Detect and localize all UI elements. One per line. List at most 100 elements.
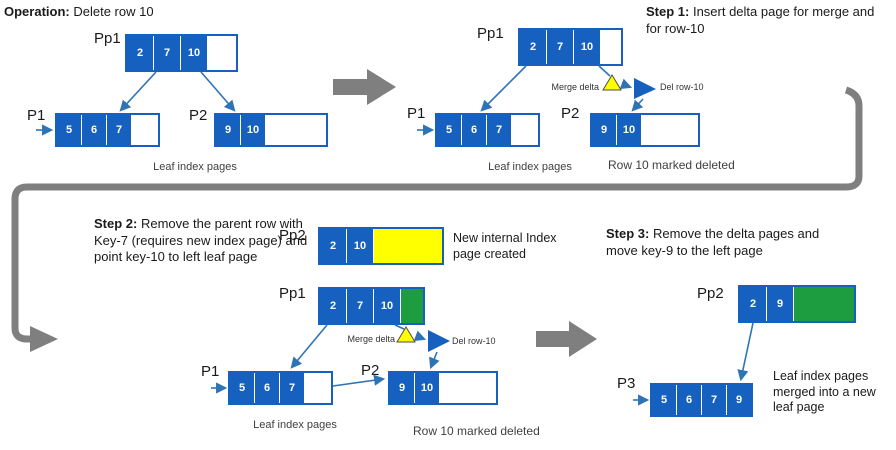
page-cell: 5 (437, 115, 461, 145)
page-cell: 10 (415, 373, 439, 403)
page-label-p1: P1 (27, 107, 46, 124)
page-cell: 10 (574, 30, 600, 64)
leaf-pages-caption: Leaf index pages (153, 161, 237, 173)
row-deleted-caption: Row 10 marked deleted (413, 424, 540, 438)
flow-arrow-step1 (333, 69, 396, 105)
operation-title-rest: Delete row 10 (69, 4, 154, 19)
page-cell: 2 (127, 36, 153, 70)
step3-title: Step 3: Remove the delta pages and move … (606, 226, 836, 259)
leaf-pages-caption: Leaf index pages (488, 161, 572, 173)
page-cell: 2 (320, 229, 346, 263)
page-cell: 6 (462, 115, 486, 145)
merged-leaf-caption: Leaf index pages merged into a new leaf … (773, 369, 876, 415)
step3-title-bold: Step 3: (606, 226, 650, 241)
del-row-label: Del row-10 (452, 336, 496, 346)
del-row-delta-icon (634, 78, 656, 99)
page-free-space (132, 115, 158, 145)
flow-wrap-arrowhead (30, 326, 58, 352)
page-free-space (512, 115, 538, 145)
page-label-p3: P3 (617, 375, 636, 392)
arrow-merge-to-del-delta (413, 330, 427, 342)
leaf-pages-caption: Leaf index pages (253, 419, 337, 431)
arrow-pp2-to-p3 (737, 322, 754, 382)
merge-delta-label: Merge delta (347, 334, 395, 344)
page-cell: 7 (347, 289, 373, 323)
page-label-p1: P1 (201, 363, 220, 380)
page-cell: 6 (255, 373, 279, 403)
page-label-pp2: Pp2 (697, 285, 724, 302)
page-label-p1: P1 (407, 105, 426, 122)
arrow-delta-to-p2 (631, 98, 644, 112)
page-cell: 2 (740, 287, 766, 321)
page-highlight (794, 287, 854, 321)
page-cell: 5 (57, 115, 81, 145)
page-cell: 9 (216, 115, 240, 145)
page-cell: 9 (767, 287, 793, 321)
arrow-pp1-to-merge-delta (598, 65, 611, 77)
page-cell: 10 (181, 36, 207, 70)
arrow-pp1-to-p1 (119, 71, 157, 112)
merge-delta-label: Merge delta (551, 82, 599, 92)
page-cell: 9 (727, 385, 751, 415)
arrow-merge-to-del-delta (619, 78, 633, 90)
page-cell: 9 (592, 115, 616, 145)
step1-title-rest: Insert delta page for merge and for row-… (646, 4, 875, 36)
page-label-pp1: Pp1 (279, 285, 306, 302)
merge-delta-icon (396, 326, 416, 343)
page-cell: 10 (347, 229, 373, 263)
operation-title: Operation: Delete row 10 (4, 4, 224, 21)
arrow-pp1-to-p1 (290, 324, 328, 369)
page-cell: 7 (702, 385, 726, 415)
flow-arrow-step3 (536, 321, 597, 357)
page-free-space (601, 30, 621, 64)
page-free-space (305, 373, 331, 403)
page-cell: 6 (82, 115, 106, 145)
page-cell: 7 (154, 36, 180, 70)
page-cell: 6 (677, 385, 701, 415)
page-cell: 7 (547, 30, 573, 64)
page-cell: 7 (280, 373, 304, 403)
page-label-pp2: Pp2 (279, 227, 306, 244)
page-free-space (440, 373, 496, 403)
step2-title-bold: Step 2: (94, 216, 138, 231)
page-free-space (266, 115, 326, 145)
page-cell: 7 (487, 115, 511, 145)
page-cell: 2 (520, 30, 546, 64)
merge-delta-icon (602, 74, 622, 91)
page-cell: 9 (390, 373, 414, 403)
new-page-caption: New internal Index page created (453, 231, 557, 261)
page-cell: 2 (320, 289, 346, 323)
page-label-pp1: Pp1 (94, 30, 121, 47)
page-free-space (642, 115, 698, 145)
page-label-p2: P2 (361, 362, 380, 379)
arrow-delta-to-p2 (429, 351, 440, 370)
new-page-highlight (374, 229, 442, 263)
page-cell: 10 (241, 115, 265, 145)
del-row-delta-icon (428, 330, 450, 352)
row-deleted-caption: Row 10 marked deleted (608, 158, 735, 172)
page-cell: 10 (617, 115, 641, 145)
arrow-p1-to-p2 (332, 374, 386, 387)
